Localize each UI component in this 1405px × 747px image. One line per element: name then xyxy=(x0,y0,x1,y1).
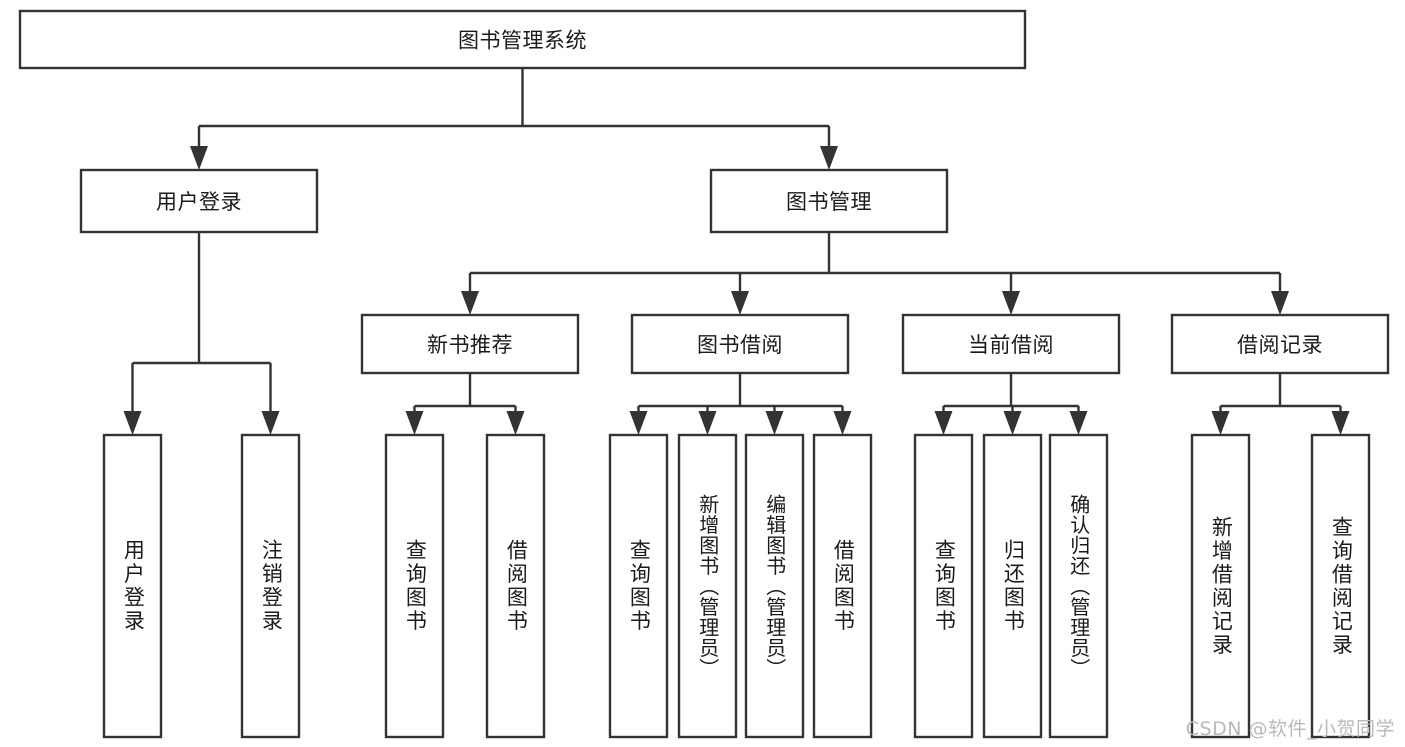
arrow-head xyxy=(731,291,749,315)
node-box-leaf-user-login[interactable] xyxy=(102,433,163,739)
arrow-head xyxy=(1331,411,1350,435)
node-label-book-manage: 图书管理 xyxy=(786,190,872,214)
node-label-new-book-recommend: 新书推荐 xyxy=(427,333,513,357)
node-box-leaf-query-book-cur[interactable] xyxy=(913,433,974,739)
node-label-borrow-record: 借阅记录 xyxy=(1237,333,1323,357)
node-box-leaf-logout[interactable] xyxy=(240,433,301,739)
arrow-head xyxy=(1211,411,1230,435)
arrow-head xyxy=(123,411,142,435)
node-box-book-borrow[interactable] xyxy=(630,313,850,375)
node-box-leaf-query-book-rec[interactable] xyxy=(384,433,445,739)
node-box-leaf-borrow-book-rec[interactable] xyxy=(485,433,546,739)
arrow-head xyxy=(1069,411,1088,435)
node-box-leaf-borrow-book[interactable] xyxy=(812,433,873,739)
node-box-leaf-add-book[interactable] xyxy=(677,433,738,739)
arrow-head xyxy=(461,291,479,315)
node-box-leaf-query-record[interactable] xyxy=(1310,433,1371,739)
connector-lines-layer xyxy=(123,68,1350,435)
arrow-head xyxy=(934,411,953,435)
node-label-user-login: 用户登录 xyxy=(156,190,242,214)
arrow-head xyxy=(698,411,717,435)
node-box-leaf-add-record[interactable] xyxy=(1190,433,1251,739)
arrow-head xyxy=(506,411,525,435)
arrow-head xyxy=(629,411,648,435)
arrow-head xyxy=(833,411,852,435)
arrow-head xyxy=(190,146,208,170)
node-label-current-borrow: 当前借阅 xyxy=(968,333,1054,357)
node-box-borrow-record[interactable] xyxy=(1170,313,1390,375)
csdn-watermark: CSDN @软件_小贺同学 xyxy=(1185,718,1395,740)
node-box-leaf-return-book[interactable] xyxy=(982,433,1043,739)
arrow-head xyxy=(765,411,784,435)
node-box-root[interactable] xyxy=(18,9,1027,70)
node-label-book-borrow: 图书借阅 xyxy=(697,333,783,357)
arrow-head xyxy=(405,411,424,435)
node-box-leaf-edit-book[interactable] xyxy=(744,433,805,739)
arrow-head xyxy=(1003,411,1022,435)
node-box-current-borrow[interactable] xyxy=(901,313,1121,375)
node-box-leaf-query-book-borrow[interactable] xyxy=(608,433,669,739)
node-boxes-layer xyxy=(18,9,1390,739)
arrow-head xyxy=(820,146,838,170)
node-box-leaf-confirm-return[interactable] xyxy=(1048,433,1109,739)
node-box-book-manage[interactable] xyxy=(709,168,949,234)
node-box-new-book-recommend[interactable] xyxy=(360,313,580,375)
arrow-head xyxy=(1002,291,1020,315)
node-box-user-login[interactable] xyxy=(79,168,319,234)
arrow-head xyxy=(1271,291,1289,315)
node-label-root: 图书管理系统 xyxy=(458,29,587,53)
arrow-head xyxy=(261,411,280,435)
